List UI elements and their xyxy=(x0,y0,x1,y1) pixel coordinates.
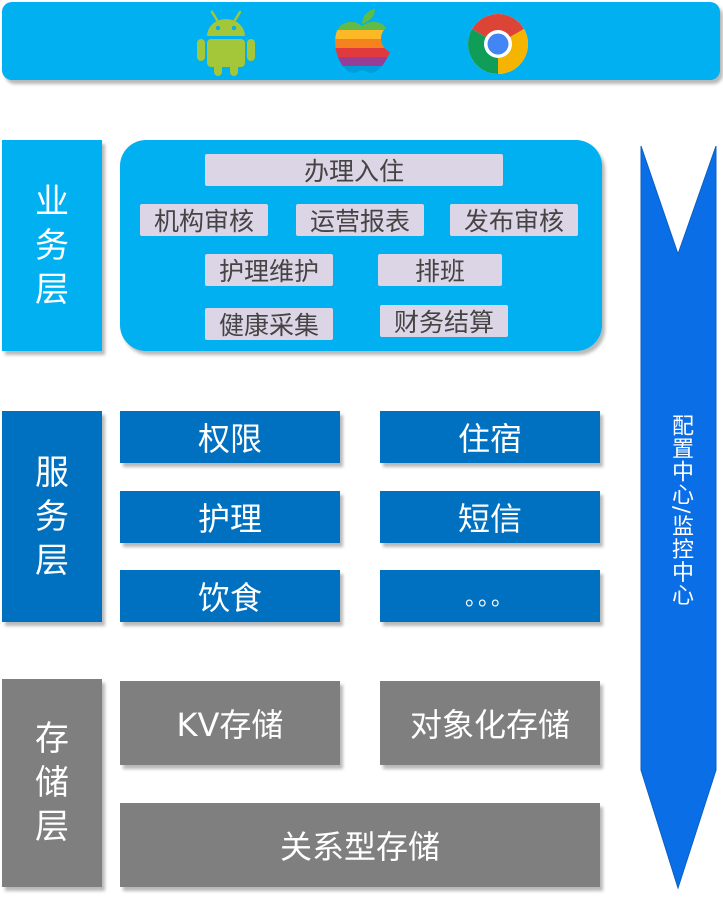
biz-item-finance-settlement: 财务结算 xyxy=(380,305,508,337)
android-icon xyxy=(197,10,255,76)
biz-item-publish-review: 发布审核 xyxy=(450,204,578,236)
biz-item-ops-report: 运营报表 xyxy=(296,204,424,236)
storage-relational: 关系型存储 xyxy=(120,803,600,887)
service-permission: 权限 xyxy=(120,411,340,463)
service-more: 。。。 xyxy=(380,570,600,622)
storage-object: 对象化存储 xyxy=(380,681,600,765)
service-sms: 短信 xyxy=(380,491,600,543)
config-monitor-label: 配置中心/监控中心 xyxy=(668,413,693,607)
service-lodging: 住宿 xyxy=(380,411,600,463)
storage-kv: KV存储 xyxy=(120,681,340,765)
biz-item-scheduling: 排班 xyxy=(378,254,502,286)
biz-item-checkin: 办理入住 xyxy=(205,154,503,186)
biz-item-institution-review: 机构审核 xyxy=(140,204,268,236)
service-layer-label: 服务层 xyxy=(2,411,102,622)
apple-icon xyxy=(335,9,398,74)
storage-layer-label: 存储层 xyxy=(2,679,102,887)
service-diet: 饮食 xyxy=(120,570,340,622)
storage-layer-text: 存储层 xyxy=(35,719,69,847)
service-nursing: 护理 xyxy=(120,491,340,543)
service-layer-text: 服务层 xyxy=(35,452,69,581)
platform-bar xyxy=(2,2,720,80)
biz-item-care-maintenance: 护理维护 xyxy=(205,254,333,286)
business-layer-label: 业务层 xyxy=(2,140,102,351)
biz-item-health-collection: 健康采集 xyxy=(205,308,333,340)
config-monitor-arrow xyxy=(640,145,717,890)
chrome-icon xyxy=(467,13,529,75)
business-layer-text: 业务层 xyxy=(35,181,69,310)
